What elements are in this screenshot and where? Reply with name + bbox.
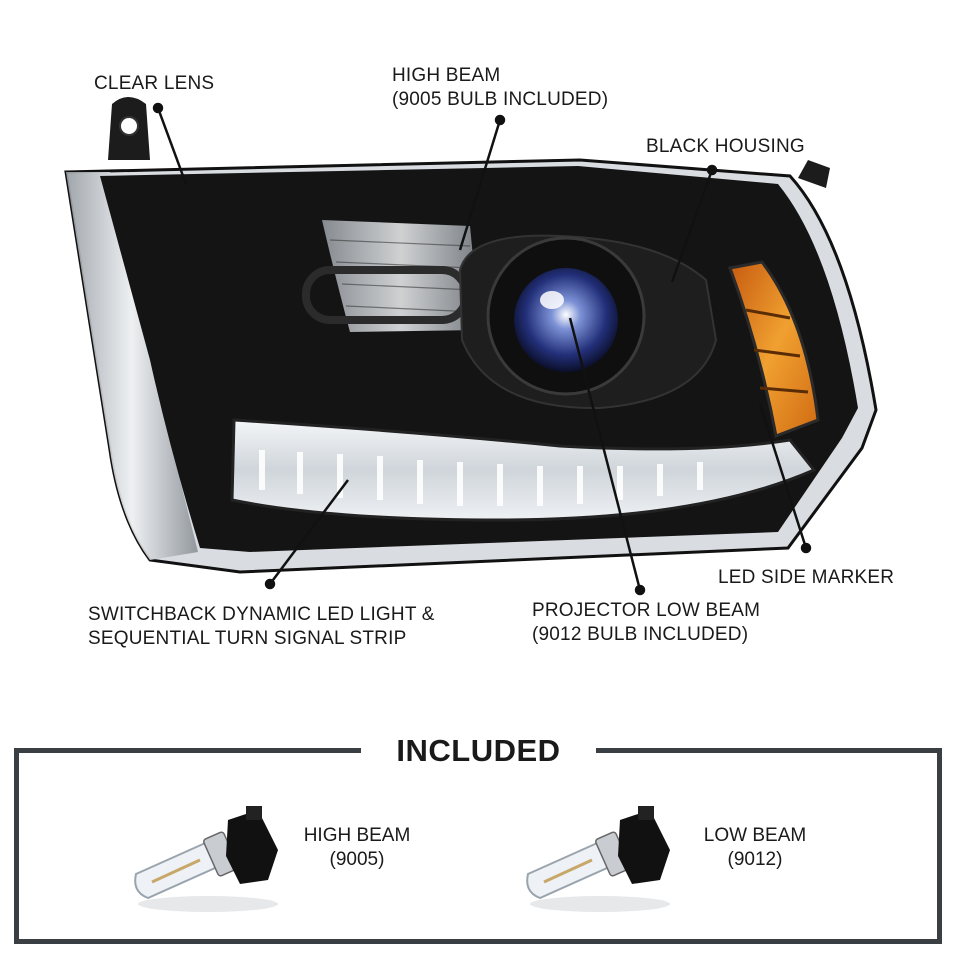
callout-led-side-marker: LED SIDE MARKER: [718, 566, 894, 590]
included-item-low-beam-code: (9012): [727, 849, 783, 870]
callout-black-housing-text: BLACK HOUSING: [646, 136, 805, 157]
lens-chrome-edge: [66, 172, 198, 560]
callout-clear-lens: CLEAR LENS: [94, 72, 214, 96]
mounting-hole: [119, 116, 139, 136]
headlight-illustration: [64, 97, 878, 596]
leader-clear-lens: [156, 107, 188, 185]
callout-projector-line1: PROJECTOR LOW BEAM: [532, 600, 761, 621]
callout-led-side-marker-text: LED SIDE MARKER: [718, 567, 895, 588]
included-title: INCLUDED: [396, 733, 561, 768]
included-item-low-beam: LOW BEAM (9012): [690, 824, 820, 872]
callout-high-beam-line2: (9005 BULB INCLUDED): [392, 89, 609, 110]
leader-high-beam: [458, 119, 502, 251]
mounting-tab: [798, 160, 830, 188]
high-beam-reflector: [322, 220, 480, 332]
high-beam-bulb-image: [134, 806, 278, 912]
leader-black-housing: [670, 169, 714, 283]
leader-switchback: [269, 479, 349, 585]
included-item-high-beam-name: HIGH BEAM: [303, 825, 411, 846]
callout-switchback: SWITCHBACK DYNAMIC LED LIGHT & SEQUENTIA…: [88, 603, 435, 651]
low-beam-bulb-image: [526, 806, 670, 912]
callout-black-housing: BLACK HOUSING: [646, 135, 805, 159]
included-frame-top-right: [596, 748, 942, 753]
callout-projector-line2: (9012 BULB INCLUDED): [532, 624, 749, 645]
callout-high-beam: HIGH BEAM (9005 BULB INCLUDED): [392, 64, 608, 112]
leader-projector: [568, 317, 642, 591]
callout-projector-low-beam: PROJECTOR LOW BEAM (9012 BULB INCLUDED): [532, 599, 760, 647]
callout-high-beam-line1: HIGH BEAM: [392, 65, 501, 86]
callout-switchback-line2: SEQUENTIAL TURN SIGNAL STRIP: [88, 628, 407, 649]
callout-clear-lens-text: CLEAR LENS: [94, 73, 215, 94]
included-item-high-beam: HIGH BEAM (9005): [292, 824, 422, 872]
leader-led-side-marker: [758, 403, 808, 549]
included-item-low-beam-name: LOW BEAM: [703, 825, 807, 846]
included-frame-top-left: [14, 748, 361, 753]
projector-lens: [514, 268, 618, 372]
callout-switchback-line1: SWITCHBACK DYNAMIC LED LIGHT &: [88, 604, 435, 625]
included-frame: [14, 748, 942, 944]
included-item-high-beam-code: (9005): [329, 849, 385, 870]
